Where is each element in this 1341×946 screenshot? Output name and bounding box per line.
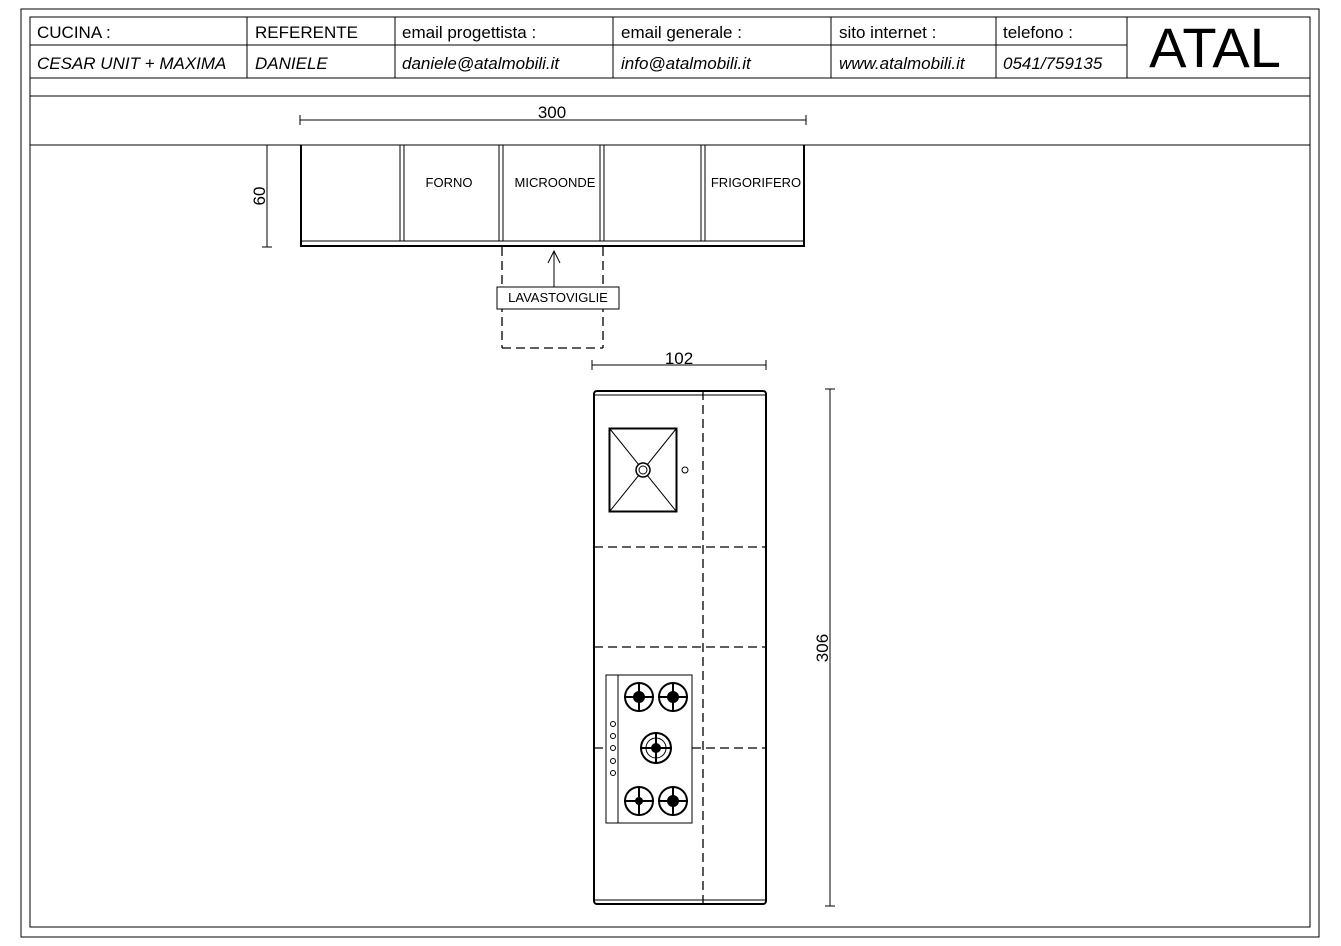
sito-label: sito internet : [839,23,936,42]
module-microonde-label: MICROONDE [515,175,596,190]
island-width-dimension: 102 [591,349,767,370]
arrow-icon [547,249,561,264]
island-width-value: 102 [665,349,693,368]
email-progettista-value: daniele@atalmobili.it [402,54,560,73]
wall-depth-dimension: 60 [250,144,272,248]
email-generale-label: email generale : [621,23,742,42]
module-frigorifero-label: FRIGORIFERO [711,175,801,190]
company-logo: ATAL [1149,16,1281,79]
inner-frame [29,16,1311,928]
island [593,390,767,905]
burner-icon [658,682,688,712]
wall-run: FORNO MICROONDE FRIGORIFERO [300,145,805,247]
cucina-value: CESAR UNIT + MAXIMA [37,54,226,73]
referente-value: DANIELE [255,54,328,73]
outer-frame [20,8,1320,938]
title-block: CUCINA : CESAR UNIT + MAXIMA REFERENTE D… [30,16,1310,146]
island-length-dimension: 306 [813,388,835,907]
burner-icon [624,786,654,816]
telefono-label: telefono : [1003,23,1073,42]
dishwasher: LAVASTOVIGLIE [496,247,620,349]
email-progettista-label: email progettista : [402,23,536,42]
burner-icon [658,786,688,816]
referente-label: REFERENTE [255,23,358,42]
wall-width-dimension: 300 [299,103,807,125]
sito-value: www.atalmobili.it [839,54,966,73]
burner-knobs-icon [610,721,616,776]
cucina-label: CUCINA : [37,23,111,42]
island-length-value: 306 [813,634,832,662]
email-generale-value: info@atalmobili.it [621,54,752,73]
wok-burner-icon [640,732,672,764]
dishwasher-label: LAVASTOVIGLIE [508,290,608,305]
cabinet-dividers [399,145,706,241]
wall-depth-value: 60 [250,187,269,206]
wall-width-value: 300 [538,103,566,122]
sink-icon [608,427,689,513]
telefono-value: 0541/759135 [1003,54,1103,73]
module-forno-label: FORNO [426,175,473,190]
burner-icon [624,682,654,712]
cooktop-icon [605,674,693,824]
faucet-hole-icon [681,466,689,474]
